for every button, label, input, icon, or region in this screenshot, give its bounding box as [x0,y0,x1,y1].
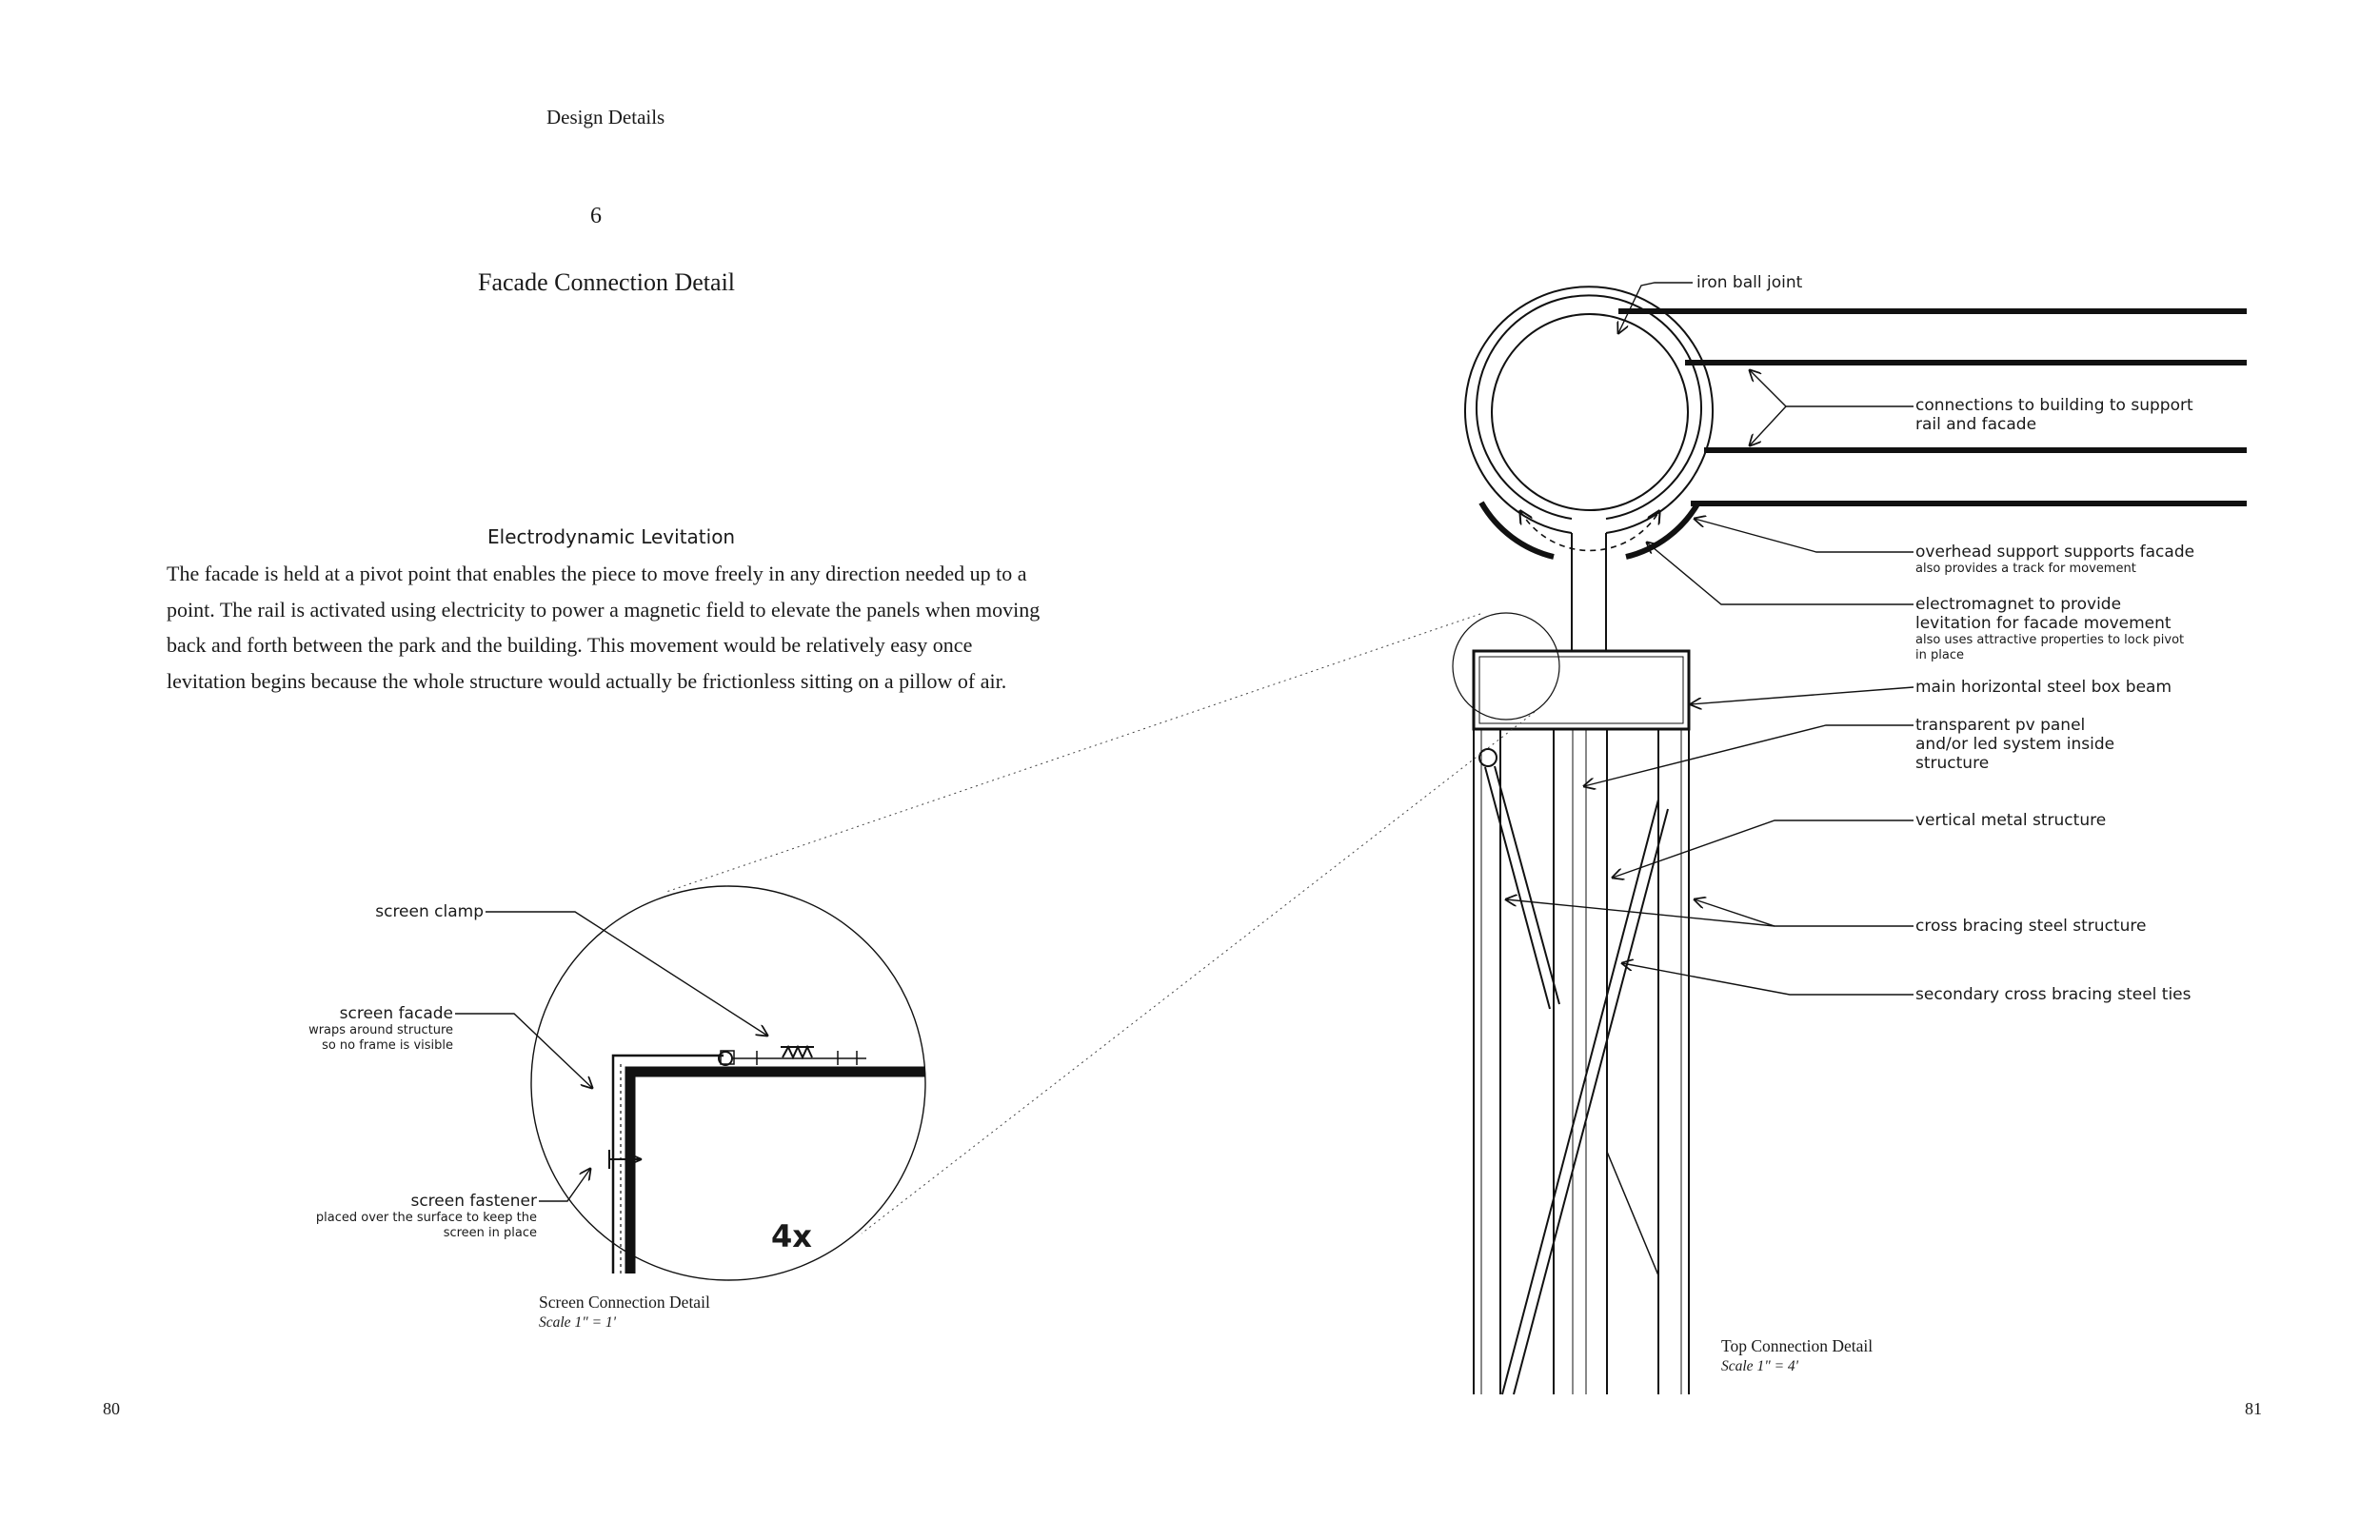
leader-screen-clamp [486,911,767,1036]
body-paragraph: The facade is held at a pivot point that… [167,562,1041,693]
annotation-screen-fastener: screen fastener placed over the surface … [314,1192,537,1241]
leader-cross-bracing-1 [1695,899,1914,927]
leader-electromagnet [1647,543,1914,605]
top-connection-drawing [1452,286,2247,1395]
pivot-pin [1478,748,1497,767]
section-label: Design Details [546,106,665,128]
chapter-number: 6 [590,204,602,228]
leader-connections-up [1750,370,1914,407]
box-beam [1472,649,1691,731]
leader-overhead-support [1695,519,1914,553]
leader-secondary-ties [1622,963,1914,996]
projection-line-top [665,613,1481,893]
leader-connections-down [1750,405,1787,445]
caption-top-scale: Scale 1" = 4' [1721,1358,1798,1374]
caption-top-connection: Top Connection Detail [1721,1336,1874,1355]
zoom-circle [530,885,926,1281]
middle-ring [1476,294,1702,520]
page-number-left: 80 [103,1399,120,1418]
annotation-electromagnet: electromagnet to provide levitation for … [1915,595,2184,663]
zoom-source-circle [1452,612,1560,721]
annotation-overhead-support-title: overhead support supports facade [1915,543,2195,562]
annotation-screen-facade: screen facade wraps around structure so … [257,1004,453,1054]
leader-vertical-structure [1613,819,1914,878]
iron-ball-joint-circle [1491,313,1689,511]
caption-screen-connection: Screen Connection Detail [539,1293,710,1312]
caption-screen-scale: Scale 1" = 1' [539,1314,616,1331]
annotation-screen-facade-title: screen facade [339,1004,453,1023]
zoom-label: 4x [771,1218,812,1254]
annotation-vertical-structure: vertical metal structure [1915,811,2107,830]
electromagnet-right [1625,501,1701,560]
rotation-arc [1520,511,1659,552]
annotation-screen-fastener-note: placed over the surface to keep the scre… [315,1211,537,1240]
annotation-electromagnet-title: electromagnet to provide levitation for … [1915,595,2172,633]
leader-pv-panel [1584,724,1914,786]
page-title: Facade Connection Detail [478,268,736,296]
annotation-overhead-support-note: also provides a track for movement [1915,562,2136,576]
annotation-electromagnet-note: also uses attractive properties to lock … [1915,633,2185,662]
annotation-box-beam: main horizontal steel box beam [1915,678,2172,697]
annotation-pv-panel: transparent pv panel and/or led system i… [1915,716,2115,773]
leader-iron-ball-joint [1618,282,1693,333]
annotation-screen-facade-note: wraps around structure so no frame is vi… [308,1023,453,1053]
leader-screen-facade [455,1013,592,1088]
annotation-secondary-ties: secondary cross bracing steel ties [1915,985,2192,1004]
outer-ring [1464,286,1714,534]
projection-line-bottom [861,711,1536,1234]
screen-connection-drawing [530,885,926,1281]
box-beam-inner [1478,656,1684,724]
leader-box-beam [1691,686,1914,704]
leader-screen-fastener [539,1169,590,1202]
annotation-screen-fastener-title: screen fastener [410,1192,537,1211]
annotation-connections: connections to building to support rail … [1915,396,2193,434]
leader-cross-bracing-2 [1506,899,1775,927]
page-number-right: 81 [2245,1399,2262,1418]
annotation-cross-bracing: cross bracing steel structure [1915,917,2147,936]
annotation-screen-clamp: screen clamp [375,902,484,921]
body-heading: Electrodynamic Levitation [487,525,736,548]
annotation-overhead-support: overhead support supports facade also pr… [1915,543,2194,577]
electromagnet-left [1478,501,1555,560]
annotation-iron-ball-joint: iron ball joint [1696,273,1803,292]
